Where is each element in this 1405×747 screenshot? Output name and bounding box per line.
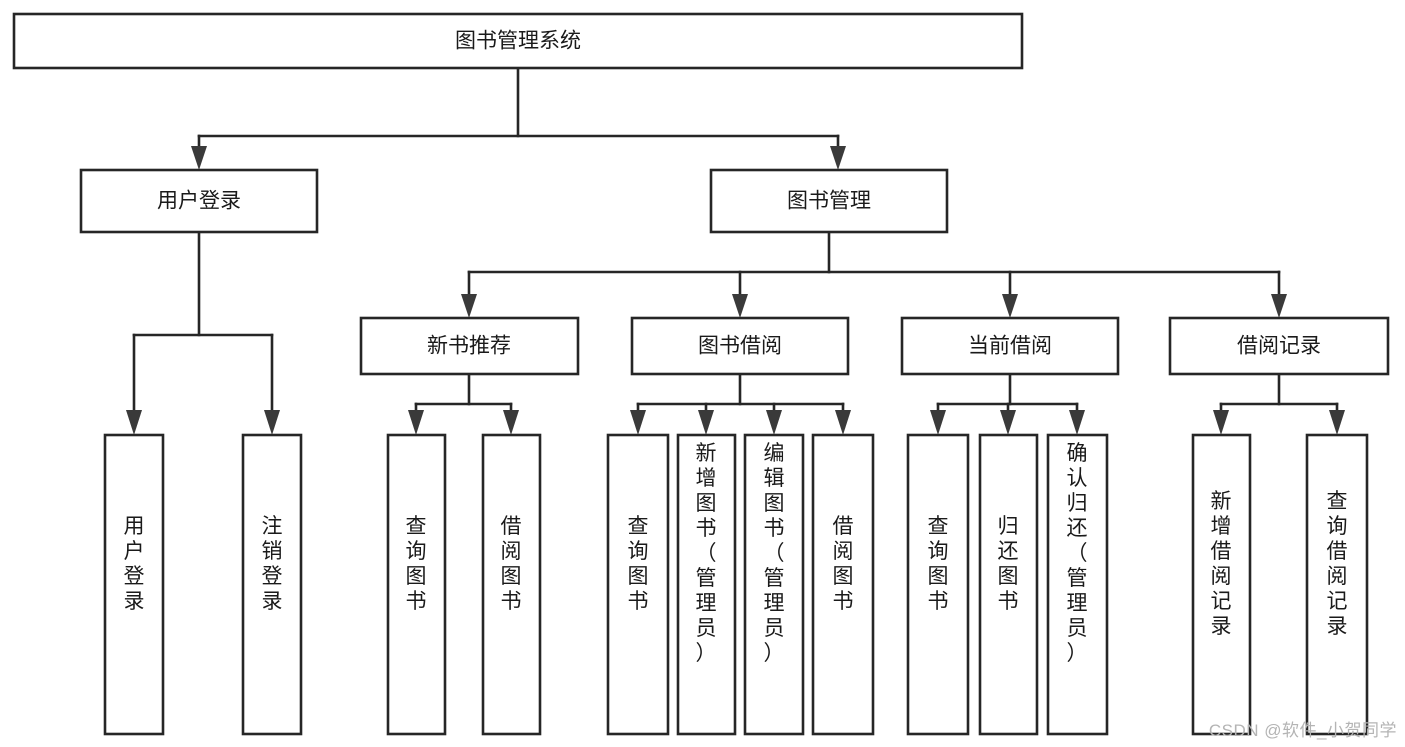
arrowhead-to-book-borrow bbox=[732, 294, 748, 318]
leaf-edit-book-admin-label: 编辑图书（管理员） bbox=[764, 442, 785, 665]
node-current-borrow[interactable]: 当前借阅 bbox=[900, 316, 1120, 376]
leaf-query-book-current-label: 查询图书 bbox=[928, 515, 949, 613]
node-current-borrow-label: 当前借阅 bbox=[968, 335, 1052, 358]
arrowhead-to-book-management bbox=[830, 146, 846, 170]
leaf-confirm-return-admin-label: 确认归还（管理员） bbox=[1067, 442, 1088, 665]
node-root-box[interactable] bbox=[12, 12, 1024, 70]
node-book-management-label: 图书管理 bbox=[787, 190, 871, 213]
node-borrow-record[interactable]: 借阅记录 bbox=[1168, 316, 1390, 376]
arrowhead-borrow-leaf-1 bbox=[630, 410, 646, 435]
arrowhead-to-borrow-record bbox=[1271, 294, 1287, 318]
leaf-borrow-book-rec-label: 借阅图书 bbox=[501, 515, 522, 613]
leaf-confirm-return-admin-box[interactable] bbox=[1046, 433, 1109, 736]
leaf-return-book[interactable]: 归还图书 bbox=[978, 433, 1039, 736]
leaf-query-book-borrow-box[interactable] bbox=[606, 433, 670, 736]
arrowhead-to-user-login bbox=[191, 146, 207, 170]
node-borrow-record-label: 借阅记录 bbox=[1237, 335, 1321, 358]
leaf-return-book-box[interactable] bbox=[978, 433, 1039, 736]
leaf-borrow-book-box[interactable] bbox=[811, 433, 875, 736]
node-new-book-recommend-box[interactable] bbox=[359, 316, 580, 376]
arrowhead-newbook-leaf-1 bbox=[408, 410, 424, 435]
arrowhead-to-current-borrow bbox=[1002, 294, 1018, 318]
leaf-edit-book-admin-box[interactable] bbox=[743, 433, 805, 736]
node-root-label: 图书管理系统 bbox=[455, 30, 581, 53]
arrowhead-current-leaf-3 bbox=[1069, 410, 1085, 435]
node-book-borrow-label: 图书借阅 bbox=[698, 335, 782, 358]
leaf-query-borrow-record-label: 查询借阅记录 bbox=[1327, 490, 1348, 638]
arrowhead-borrow-leaf-2 bbox=[698, 410, 714, 435]
node-borrow-record-box[interactable] bbox=[1168, 316, 1390, 376]
arrowhead-newbook-leaf-2 bbox=[503, 410, 519, 435]
leaf-query-book-current-box[interactable] bbox=[906, 433, 970, 736]
node-root[interactable]: 图书管理系统 bbox=[12, 12, 1024, 70]
leaf-user-login-label: 用户登录 bbox=[124, 515, 145, 613]
node-book-management-box[interactable] bbox=[709, 168, 949, 234]
leaf-query-borrow-record[interactable]: 查询借阅记录 bbox=[1305, 433, 1369, 736]
leaf-user-login-box[interactable] bbox=[103, 433, 165, 736]
connector-layer bbox=[126, 66, 1345, 435]
leaf-add-borrow-record-label: 新增借阅记录 bbox=[1211, 490, 1232, 638]
leaf-add-borrow-record[interactable]: 新增借阅记录 bbox=[1191, 433, 1252, 736]
node-book-management[interactable]: 图书管理 bbox=[709, 168, 949, 234]
leaf-query-book-rec[interactable]: 查询图书 bbox=[386, 433, 447, 736]
leaf-user-login[interactable]: 用户登录 bbox=[103, 433, 165, 736]
leaf-query-book-rec-box[interactable] bbox=[386, 433, 447, 736]
arrowhead-borrow-leaf-4 bbox=[835, 410, 851, 435]
leaf-borrow-book-label: 借阅图书 bbox=[833, 515, 854, 613]
arrowhead-leaf-user-login bbox=[126, 410, 142, 435]
node-user-login-box[interactable] bbox=[79, 168, 319, 234]
arrowhead-record-leaf-2 bbox=[1329, 410, 1345, 435]
leaf-edit-book-admin[interactable]: 编辑图书（管理员） bbox=[743, 433, 805, 736]
node-user-login[interactable]: 用户登录 bbox=[79, 168, 319, 234]
node-current-borrow-box[interactable] bbox=[900, 316, 1120, 376]
leaf-borrow-book[interactable]: 借阅图书 bbox=[811, 433, 875, 736]
leaf-borrow-book-rec-box[interactable] bbox=[481, 433, 542, 736]
leaf-add-book-admin-label: 新增图书（管理员） bbox=[696, 442, 717, 665]
leaf-query-book-rec-label: 查询图书 bbox=[406, 515, 427, 613]
leaf-add-book-admin[interactable]: 新增图书（管理员） bbox=[676, 433, 737, 736]
leaf-logout-label: 注销登录 bbox=[262, 515, 283, 613]
leaf-query-book-current[interactable]: 查询图书 bbox=[906, 433, 970, 736]
leaf-logout-box[interactable] bbox=[241, 433, 303, 736]
leaf-return-book-label: 归还图书 bbox=[998, 515, 1019, 613]
node-layer: 图书管理系统 用户登录 图书管理 新书推荐 图书借阅 当前 bbox=[12, 12, 1390, 736]
leaf-query-borrow-record-box[interactable] bbox=[1305, 433, 1369, 736]
node-book-borrow[interactable]: 图书借阅 bbox=[630, 316, 850, 376]
arrowhead-to-new-book-rec bbox=[461, 294, 477, 318]
arrowhead-current-leaf-1 bbox=[930, 410, 946, 435]
leaf-add-borrow-record-box[interactable] bbox=[1191, 433, 1252, 736]
arrowhead-borrow-leaf-3 bbox=[766, 410, 782, 435]
node-user-login-label: 用户登录 bbox=[157, 190, 241, 213]
leaf-query-book-borrow[interactable]: 查询图书 bbox=[606, 433, 670, 736]
arrowhead-leaf-logout bbox=[264, 410, 280, 435]
arrowhead-record-leaf-1 bbox=[1213, 410, 1229, 435]
leaf-query-book-borrow-label: 查询图书 bbox=[628, 515, 649, 613]
arrowhead-current-leaf-2 bbox=[1000, 410, 1016, 435]
node-new-book-recommend-label: 新书推荐 bbox=[427, 335, 511, 358]
node-new-book-recommend[interactable]: 新书推荐 bbox=[359, 316, 580, 376]
leaf-add-book-admin-box[interactable] bbox=[676, 433, 737, 736]
leaf-borrow-book-rec[interactable]: 借阅图书 bbox=[481, 433, 542, 736]
leaf-logout[interactable]: 注销登录 bbox=[241, 433, 303, 736]
leaf-confirm-return-admin[interactable]: 确认归还（管理员） bbox=[1046, 433, 1109, 736]
node-book-borrow-box[interactable] bbox=[630, 316, 850, 376]
